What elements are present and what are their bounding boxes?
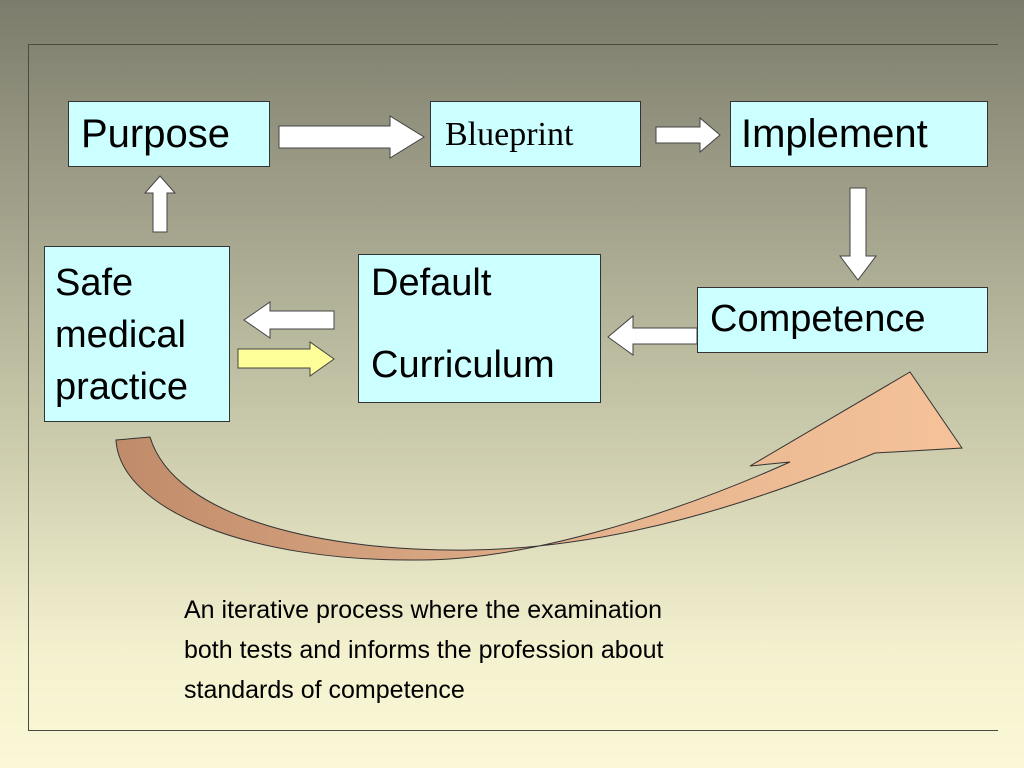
caption-line1: An iterative process where the examinati…: [184, 596, 663, 624]
safe-medical-practice-box: Safe medical practice: [44, 246, 230, 422]
frame-top-border: [28, 44, 998, 45]
implement-box: Implement: [730, 101, 988, 167]
caption-line2: both tests and informs the profession ab…: [184, 636, 664, 664]
competence-box: Competence: [697, 287, 988, 353]
default-label-line1: Default: [371, 262, 492, 304]
default-curriculum-box: Default Curriculum: [358, 254, 601, 403]
purpose-box: Purpose: [68, 101, 270, 167]
safe-label-line2: medical: [55, 314, 186, 356]
competence-label: Competence: [710, 298, 926, 340]
caption-line3: standards of competence: [184, 676, 465, 704]
default-label-line2: Curriculum: [371, 344, 555, 386]
safe-label-line1: Safe: [55, 262, 134, 304]
caption-text: An iterative process where the examinati…: [184, 590, 864, 710]
safe-label-line3: practice: [55, 366, 189, 408]
blueprint-label: Blueprint: [445, 116, 574, 153]
blueprint-box: Blueprint: [430, 101, 641, 167]
implement-label: Implement: [741, 112, 928, 156]
purpose-label: Purpose: [81, 112, 230, 156]
